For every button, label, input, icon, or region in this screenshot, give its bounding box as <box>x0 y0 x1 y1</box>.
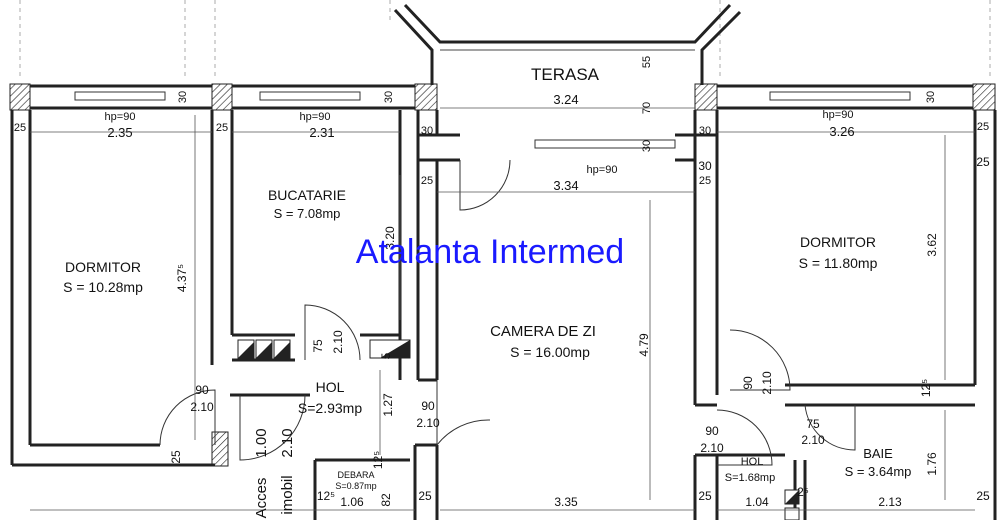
dim-d90c: 90 <box>741 376 755 390</box>
top-dimensions: 30 30 30 55 70 30 25 25 30 30 25 25 25 h… <box>14 56 989 187</box>
dim-k25a: 25 <box>216 122 228 134</box>
dim-hp90-b: hp=90 <box>300 111 331 123</box>
dim-d125b: 12⁵ <box>371 451 385 469</box>
interior-walls <box>210 110 975 520</box>
terrace <box>393 3 742 85</box>
dormitor-left-name: DORMITOR <box>65 259 141 275</box>
dim-right-25: 25 <box>977 121 989 133</box>
dim-top-30-a: 30 <box>177 91 189 103</box>
dim-top-30-c: 30 <box>925 91 937 103</box>
dim-b25a: 25 <box>169 450 183 464</box>
dim-b335: 3.35 <box>554 495 578 509</box>
hol-name: HOL <box>316 379 345 395</box>
dim-h362: 3.62 <box>925 233 939 257</box>
dim-left-25: 25 <box>14 122 26 134</box>
dim-d210b: 2.10 <box>190 400 214 414</box>
dim-h479: 4.79 <box>637 333 651 357</box>
camera-de-zi-name: CAMERA DE ZI <box>490 323 596 340</box>
dim-w324: 3.24 <box>553 92 578 107</box>
door-swings <box>159 159 856 466</box>
dim-k30b: 30 <box>699 125 711 137</box>
dim-d90d: 90 <box>705 424 719 438</box>
dim-t30c: 30 <box>641 140 653 152</box>
dim-hp90-a: hp=90 <box>105 111 136 123</box>
dim-k25c: 25 <box>699 175 711 187</box>
dim-b104: 1.04 <box>745 495 769 509</box>
dormitor-right-area: S = 11.80mp <box>799 255 878 271</box>
dim-top-30-d: 30 <box>698 159 712 173</box>
dormitor-right-name: DORMITOR <box>800 234 876 250</box>
dim-w334: 3.34 <box>553 178 578 193</box>
dim-w231: 2.31 <box>309 125 334 140</box>
imobil-label: imobil <box>279 475 296 514</box>
baie-name: BAIE <box>863 446 893 461</box>
dim-b25b: 25 <box>418 489 432 503</box>
debara-area: S=0.87mp <box>335 481 376 491</box>
dim-b106: 1.06 <box>340 495 364 509</box>
dim-d210d: 2.10 <box>760 371 774 395</box>
dim-h437: 4.37⁵ <box>175 264 189 292</box>
camera-de-zi-area: S = 16.00mp <box>510 344 590 360</box>
dim-d75b: 75 <box>806 417 820 431</box>
width-dimensions: 2.35 2.31 3.24 3.26 3.34 <box>107 92 854 193</box>
vertical-dimensions: 4.37⁵ 3.20 3.62 4.79 75 2.10 1.27 90 2.1… <box>169 226 939 507</box>
bucatarie-area: S = 7.08mp <box>274 206 341 221</box>
hol-small-area: S=1.68mp <box>725 472 775 484</box>
debara-name: DEBARA <box>337 470 374 480</box>
baie-area: S = 3.64mp <box>845 464 912 479</box>
acces-label: Acces <box>253 478 270 519</box>
dim-d90a: 90 <box>195 383 209 397</box>
door-dimensions: 90 2.10 90 2.10 75 2.10 90 2.10 <box>190 383 825 455</box>
watermark-text: Atalanta Intermed <box>356 233 624 271</box>
dim-t70: 70 <box>641 102 653 114</box>
dim-d210c: 2.10 <box>416 416 440 430</box>
dim-d125a: 12⁵ <box>919 379 933 397</box>
dim-b82: 82 <box>379 493 393 507</box>
grid-lines <box>19 0 991 80</box>
windows <box>74 91 911 149</box>
dim-s5: 5 <box>379 352 393 359</box>
dim-b125: 12⁵ <box>317 489 335 503</box>
dim-k25b: 25 <box>421 175 433 187</box>
dormitor-left-area: S = 10.28mp <box>63 279 143 295</box>
dim-hp90-d: hp=90 <box>587 164 618 176</box>
hol-area: S=2.93mp <box>298 400 362 416</box>
dim-t55: 55 <box>641 56 653 68</box>
dim-w235: 2.35 <box>107 125 132 140</box>
bottom-dimensions: 12⁵ 1.06 25 3.35 25 1.04 2⁵ 2.13 25 30 2… <box>317 155 990 509</box>
dim-b25e: 25 <box>976 155 990 169</box>
terasa-label: TERASA <box>531 65 600 84</box>
dim-hp90-c: hp=90 <box>823 109 854 121</box>
kitchen-fixtures <box>237 339 800 520</box>
acces-width: 1.00 <box>253 428 270 457</box>
dim-b25d: 25 <box>976 489 990 503</box>
dim-b213: 2.13 <box>878 495 902 509</box>
bucatarie-name: BUCATARIE <box>268 187 346 203</box>
dim-h320: 3.20 <box>383 226 397 250</box>
dim-top-30-b: 30 <box>383 91 395 103</box>
dim-d176: 1.76 <box>925 452 939 476</box>
dim-d210f: 2.10 <box>700 441 724 455</box>
dim-b25c: 25 <box>698 489 712 503</box>
dim-d75: 75 <box>311 339 325 353</box>
dim-w326: 3.26 <box>829 124 854 139</box>
dim-d127: 1.27 <box>381 393 395 417</box>
hol-small-name: HOL <box>741 456 764 468</box>
dim-b2: 2⁵ <box>797 485 809 499</box>
dim-d210e: 2.10 <box>801 433 825 447</box>
outer-walls <box>9 83 997 520</box>
dimension-lines <box>30 107 975 511</box>
acces-height: 2.10 <box>279 428 296 457</box>
dim-d90b: 90 <box>421 399 435 413</box>
dim-d210a: 2.10 <box>331 330 345 354</box>
dim-k30a: 30 <box>421 125 433 137</box>
